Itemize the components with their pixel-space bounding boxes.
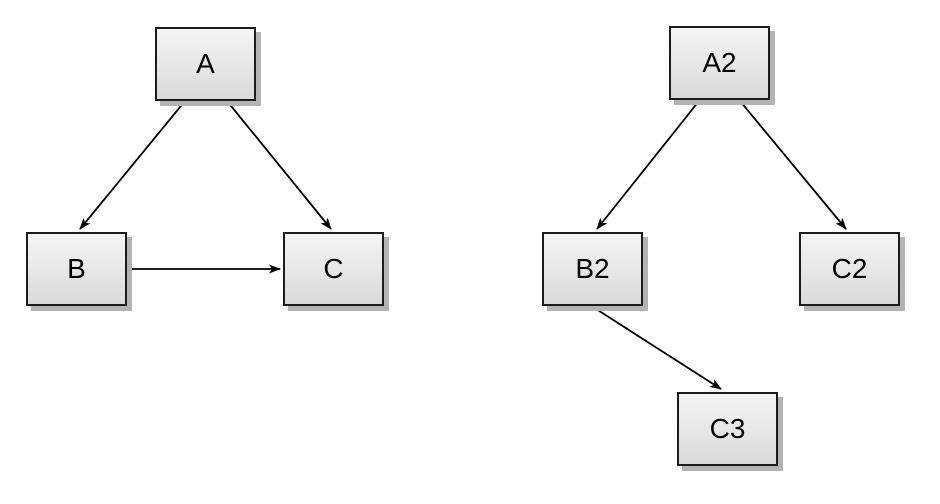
node-a2-label: A2 — [702, 47, 737, 78]
node-c[interactable]: C — [283, 232, 384, 306]
edge-a-to-b-arrow[interactable] — [79, 100, 186, 230]
node-b2-label: B2 — [575, 253, 610, 284]
edge-a-to-c-arrow[interactable] — [226, 100, 332, 230]
node-b[interactable]: B — [26, 232, 127, 306]
node-a-label: A — [196, 48, 215, 79]
node-c-label: C — [323, 253, 344, 284]
node-c3[interactable]: C3 — [677, 392, 778, 466]
node-a[interactable]: A — [155, 27, 256, 101]
edge-a2-to-b2-arrow[interactable] — [596, 100, 700, 230]
edge-a2-to-c2-arrow[interactable] — [739, 100, 847, 230]
edge-b2-to-c3-arrow[interactable] — [592, 306, 722, 390]
node-b-label: B — [67, 253, 86, 284]
node-b2[interactable]: B2 — [542, 232, 643, 306]
node-c3-label: C3 — [709, 413, 746, 444]
node-a2[interactable]: A2 — [669, 26, 770, 100]
node-c2[interactable]: C2 — [799, 232, 900, 306]
node-c2-label: C2 — [831, 253, 868, 284]
